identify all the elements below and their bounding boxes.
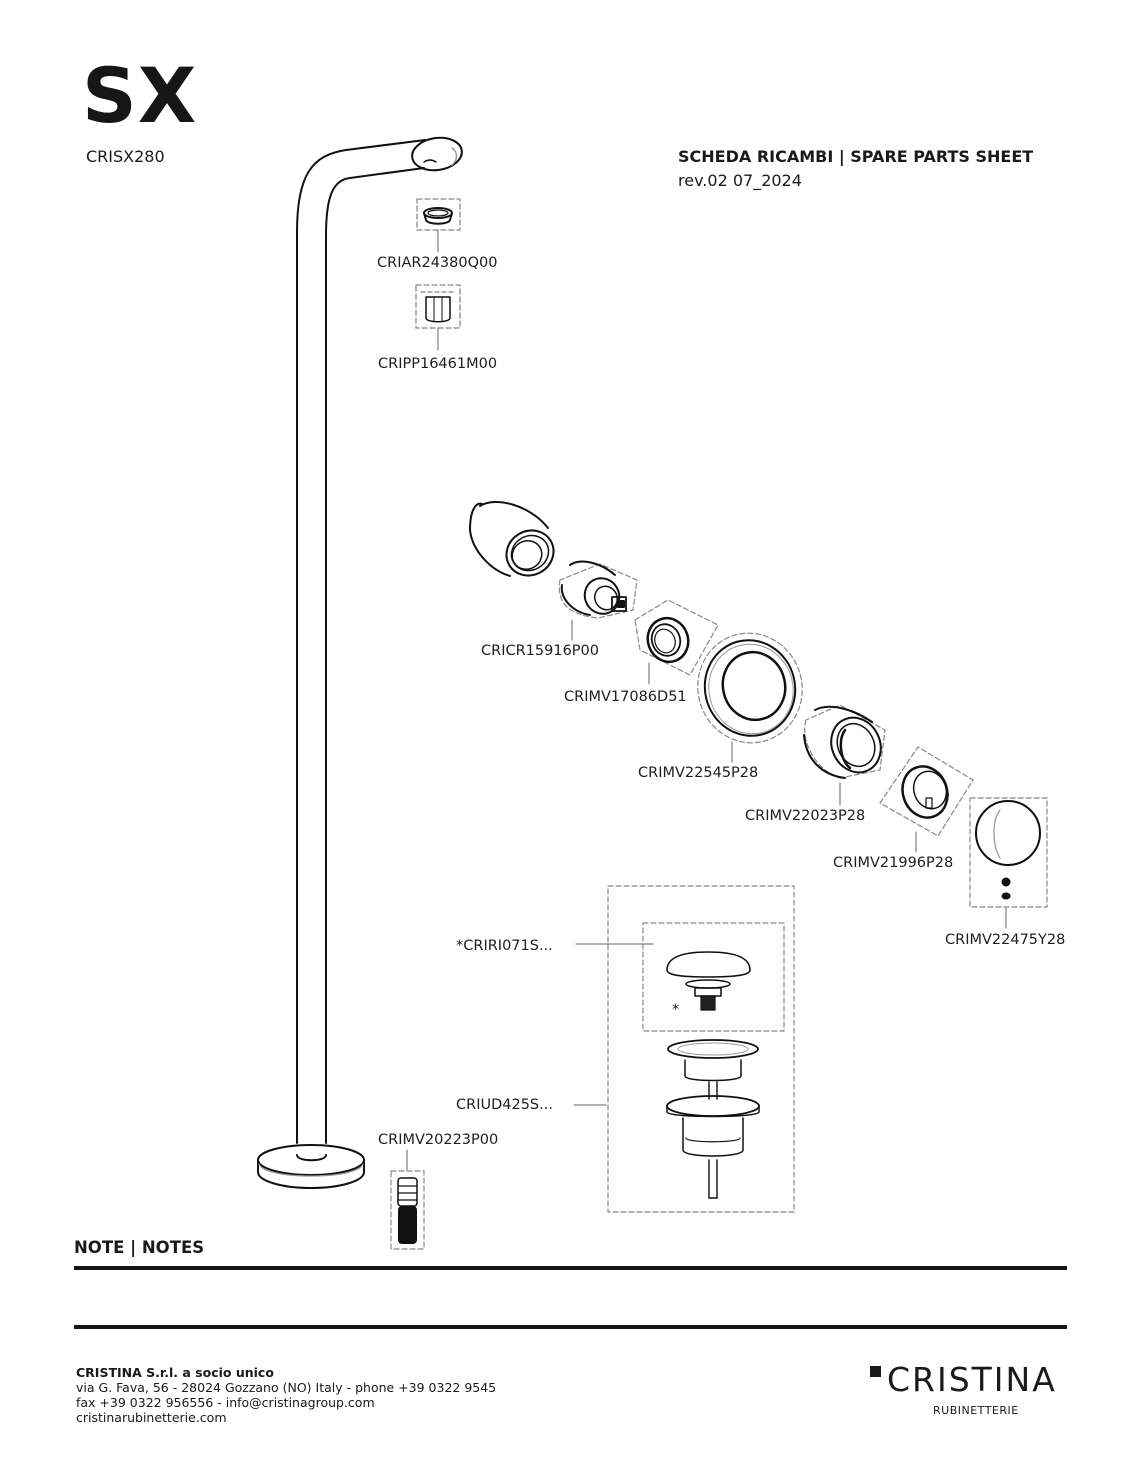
company-info: CRISTINA S.r.l. a socio unico via G. Fav…	[76, 1365, 496, 1425]
part-label: CRICR15916P00	[481, 643, 599, 659]
part-label: CRIMV22475Y28	[945, 932, 1066, 948]
adapter-illustration	[879, 746, 974, 853]
spout-body-illustration	[257, 136, 463, 1189]
revision: rev.02 07_2024	[678, 171, 802, 190]
part-label: CRIMV21996P28	[833, 855, 954, 871]
logo-square-icon	[870, 1366, 881, 1377]
part-label: CRIMV22545P28	[638, 765, 759, 781]
notes-bottom-rule	[74, 1325, 1067, 1329]
product-code: CRISX280	[86, 147, 165, 166]
part-label: CRIMV17086D51	[564, 689, 687, 705]
aerator-insert-illustration	[415, 284, 461, 351]
part-label: *CRIRI071S...	[456, 938, 553, 954]
drain-assembly-illustration	[573, 885, 795, 1213]
ring-nut-illustration	[634, 599, 719, 685]
company-name: CRISTINA S.r.l. a socio unico	[76, 1365, 274, 1380]
notes-top-rule	[74, 1266, 1067, 1270]
model-name: SX	[82, 51, 198, 140]
company-website[interactable]: cristinarubinetterie.com	[76, 1410, 227, 1425]
company-contact: fax +39 0322 956556 - info@cristinagroup…	[76, 1395, 375, 1410]
threaded-stud-illustration	[390, 1149, 425, 1250]
sleeve-illustration	[803, 704, 886, 806]
sheet-title: SCHEDA RICAMBI | SPARE PARTS SHEET	[678, 147, 1034, 166]
part-label: CRIUD425S...	[456, 1097, 553, 1113]
rosette-illustration	[697, 632, 803, 763]
company-address: via G. Fava, 56 - 28024 Gozzano (NO) Ita…	[76, 1380, 497, 1395]
aerator-illustration	[416, 198, 461, 253]
handle-illustration	[969, 797, 1048, 929]
asterisk-marker: *	[672, 1002, 680, 1018]
notes-area	[74, 1272, 1067, 1324]
brand-name: CRISTINA	[887, 1360, 1057, 1399]
notes-title: NOTE | NOTES	[74, 1238, 205, 1257]
part-label: CRIMV22023P28	[745, 808, 866, 824]
brand-tagline: RUBINETTERIE	[933, 1404, 1019, 1417]
part-label: CRIPP16461M00	[378, 356, 498, 372]
part-label: CRIAR24380Q00	[377, 255, 498, 271]
part-label: CRIMV20223P00	[378, 1132, 499, 1148]
cartridge-illustration	[558, 560, 638, 641]
body-sleeve-illustration	[469, 500, 555, 577]
brand-logo: CRISTINA	[870, 1360, 1057, 1399]
